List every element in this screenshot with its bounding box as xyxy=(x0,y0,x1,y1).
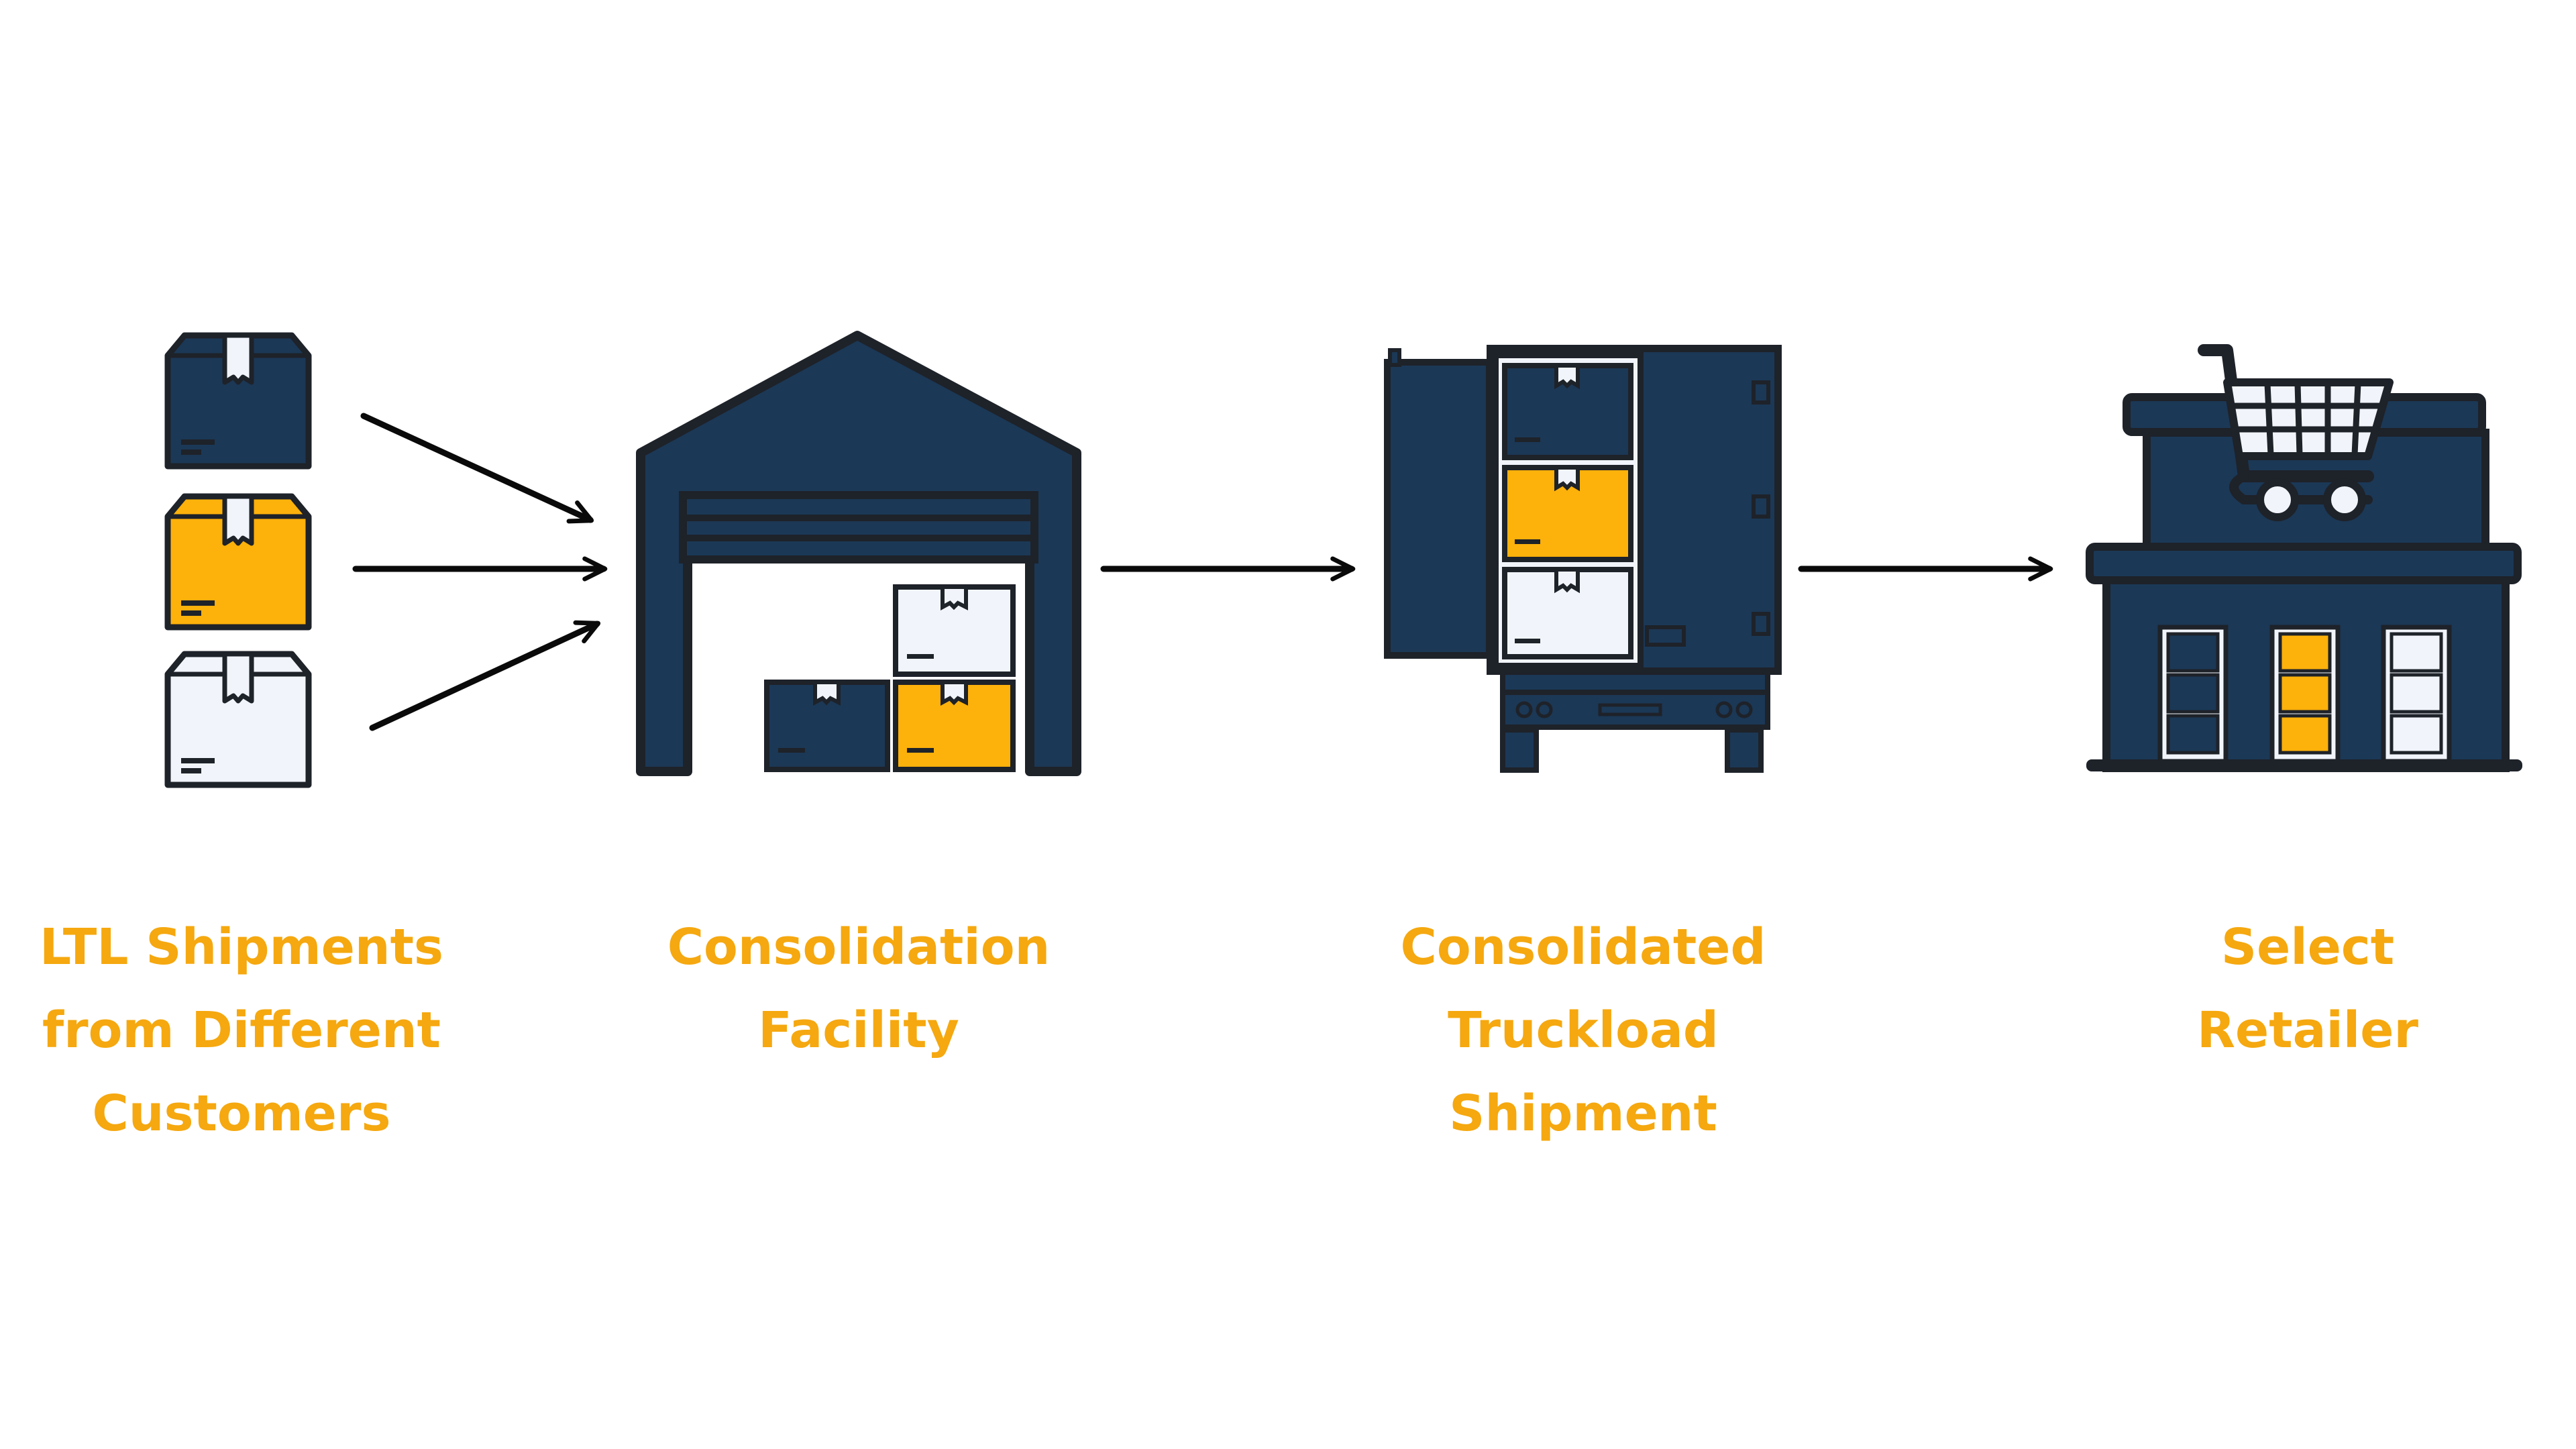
caption-line: Facility xyxy=(758,1002,959,1059)
box-icon xyxy=(164,493,312,631)
caption-line: from Different xyxy=(42,1002,441,1059)
shopping-cart-icon xyxy=(2198,344,2394,521)
arrow-icon xyxy=(369,620,601,731)
caption-line: Select xyxy=(2220,918,2395,976)
store-window xyxy=(2381,625,2452,764)
box-icon xyxy=(164,651,312,788)
shipment-boxes-group xyxy=(164,332,312,788)
caption-line: Shipment xyxy=(1449,1085,1717,1142)
caption-line: Customers xyxy=(92,1085,391,1142)
step-caption-consolidated-truckload: Consolidated Truckload Shipment xyxy=(1368,906,1798,1155)
store-window xyxy=(2269,625,2341,764)
caption-line: Truckload xyxy=(1448,1002,1719,1059)
step-caption-consolidation-facility: Consolidation Facility xyxy=(644,906,1073,1072)
truck-icon xyxy=(1384,345,1782,773)
box-icon xyxy=(1502,465,1633,562)
store-window xyxy=(2157,625,2229,764)
box-icon xyxy=(1502,363,1633,460)
step-caption-select-retailer: Select Retailer xyxy=(2093,906,2522,1072)
caption-line: LTL Shipments xyxy=(39,918,443,976)
box-icon xyxy=(893,680,1016,772)
box-icon xyxy=(893,584,1016,677)
box-icon xyxy=(764,680,890,772)
caption-line: Consolidation xyxy=(667,918,1051,976)
step-caption-ltl-shipments: LTL Shipments from Different Customers xyxy=(27,906,456,1155)
store-icon xyxy=(2086,344,2522,772)
arrow-icon xyxy=(360,413,594,524)
box-icon xyxy=(164,332,312,470)
box-icon xyxy=(1502,567,1633,659)
warehouse-icon xyxy=(636,331,1081,776)
caption-line: Retailer xyxy=(2197,1002,2418,1059)
caption-line: Consolidated xyxy=(1400,918,1766,976)
